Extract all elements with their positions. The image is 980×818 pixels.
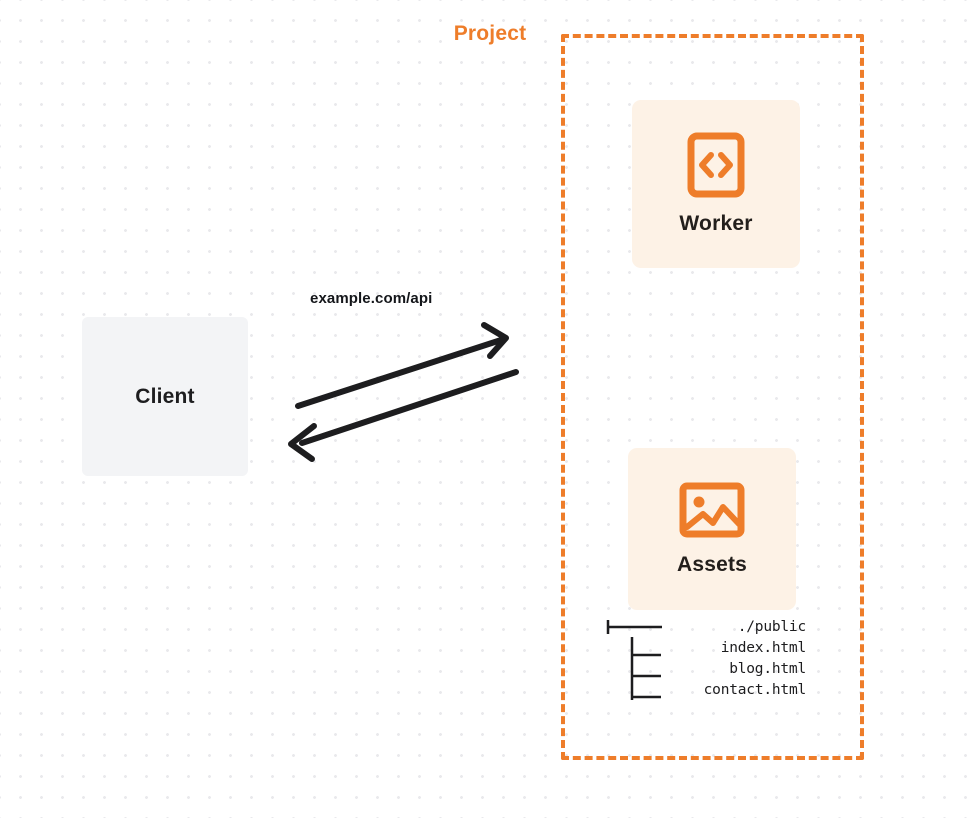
worker-card-label: Worker bbox=[679, 212, 753, 235]
connection-label: example.com/api bbox=[310, 290, 433, 307]
arrow-to-client bbox=[288, 369, 519, 462]
tree-row-child: contact.html bbox=[606, 679, 806, 700]
assets-card: Assets bbox=[628, 448, 796, 610]
tree-branch-icon bbox=[630, 637, 661, 658]
tree-row-child: index.html bbox=[606, 637, 806, 658]
file-tree: ./public index.html blog.html contact.ht… bbox=[606, 616, 806, 700]
tree-child-label: index.html bbox=[720, 639, 807, 656]
tree-row-child: blog.html bbox=[606, 658, 806, 679]
tree-child-label: blog.html bbox=[729, 660, 806, 677]
tree-root-label: ./public bbox=[737, 618, 806, 635]
tree-branch-icon bbox=[630, 679, 661, 700]
client-node: Client bbox=[82, 317, 248, 476]
tree-child-label: contact.html bbox=[703, 681, 807, 698]
tree-branch-icon bbox=[606, 620, 662, 634]
assets-card-label: Assets bbox=[676, 553, 748, 576]
client-label: Client bbox=[135, 384, 195, 408]
code-brackets-icon bbox=[687, 132, 745, 198]
image-picture-icon bbox=[679, 482, 745, 538]
arrow-to-project bbox=[295, 322, 509, 409]
worker-card: Worker bbox=[632, 100, 800, 268]
tree-row-root: ./public bbox=[606, 616, 806, 637]
tree-branch-icon bbox=[630, 658, 661, 679]
project-container bbox=[561, 34, 864, 760]
connection-arrows bbox=[288, 322, 519, 462]
project-title: Project bbox=[446, 22, 534, 46]
